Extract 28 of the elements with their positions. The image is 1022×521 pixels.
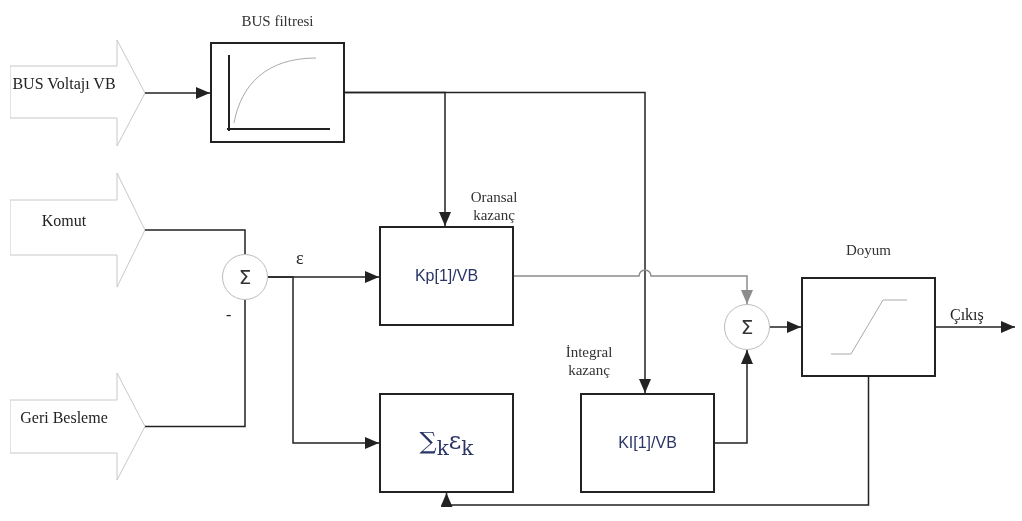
block-text: KI[1]/VB	[618, 434, 677, 452]
input-label: Geri Besleme	[19, 408, 109, 427]
connector-arrow	[769, 321, 802, 333]
input-label: Komut	[40, 212, 88, 230]
block-text: Kp[1]/VB	[414, 267, 479, 285]
block-box	[379, 393, 514, 493]
block-title: İntegral kazanç	[564, 343, 614, 379]
block-title: BUS filtresi	[240, 12, 315, 30]
connector-arrow	[513, 269, 753, 305]
summing-junction	[222, 254, 268, 300]
block-title: Oransal kazanç	[469, 188, 519, 224]
formula: ∑$_{k}$ε$_{k}$	[419, 426, 474, 460]
sigma-sign: Σ	[238, 267, 252, 287]
input-arrow	[10, 173, 145, 287]
summing-junction	[724, 304, 770, 350]
connector-arrow	[267, 276, 380, 449]
connector-arrow	[935, 321, 1016, 333]
connector-arrow	[144, 87, 211, 99]
connector-arrow	[714, 349, 753, 444]
input-arrow	[10, 40, 145, 146]
edge-label: Çıkış	[950, 307, 984, 323]
sigma-sign: Σ	[740, 317, 754, 337]
input-label: BUS Voltajı VB	[12, 75, 116, 93]
sign-label: -	[226, 307, 232, 323]
block-title: Doyum	[845, 241, 892, 259]
connector-arrow	[344, 91, 651, 394]
input-arrow	[10, 373, 145, 480]
connector-arrow	[440, 376, 870, 507]
